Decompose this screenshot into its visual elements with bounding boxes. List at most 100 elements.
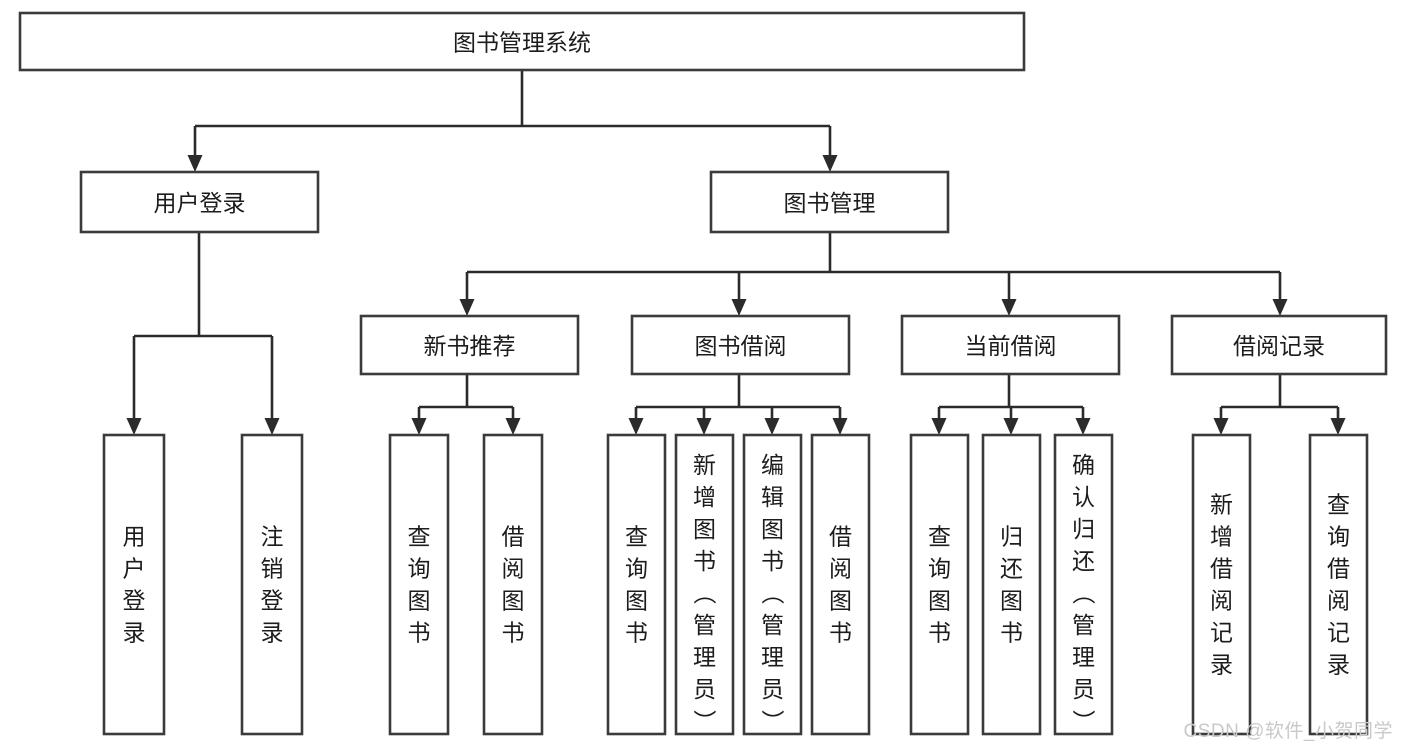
node-label-char: 还 [1000, 556, 1023, 582]
node-layer: 图书管理系统用户登录图书管理新书推荐图书借阅当前借阅借阅记录用户登录注销登录查询… [18, 11, 1388, 736]
node-label-char: 管 [761, 612, 784, 638]
node-box [1053, 433, 1114, 736]
node-label: 当前借阅 [965, 333, 1057, 359]
arrow-head-icon [931, 418, 947, 435]
node-label-char: 理 [761, 644, 784, 670]
node-label-char: 查 [1327, 492, 1350, 518]
node-label-char: ） [692, 710, 718, 733]
node-new-book-recommend[interactable]: 新书推荐 [359, 314, 580, 376]
node-label-char: 还 [1072, 548, 1095, 574]
arrow-head-icon [764, 418, 780, 435]
node-label-char: （ [1071, 582, 1097, 605]
node-label-char: 查 [928, 524, 951, 550]
node-label-char: 借 [1327, 556, 1350, 582]
arrow-head-icon [628, 418, 644, 435]
node-box [742, 433, 803, 736]
arrow-head-icon [1001, 299, 1017, 316]
node-label-char: 图 [408, 588, 431, 614]
node-label-char: 登 [261, 588, 284, 614]
node-user-login[interactable]: 用户登录 [79, 170, 320, 234]
node-label-char: 增 [693, 484, 716, 510]
connector-layer [126, 70, 1346, 435]
node-label-char: 书 [408, 620, 431, 646]
node-label: 图书借阅 [695, 333, 787, 359]
node-label-char: 图 [1000, 588, 1023, 614]
node-label-char: 登 [123, 588, 146, 614]
node-label-char: 录 [1210, 652, 1233, 678]
node-box [981, 433, 1042, 736]
node-label-char: 录 [123, 620, 146, 646]
node-box [810, 433, 871, 736]
arrow-head-icon [1075, 418, 1091, 435]
node-box [240, 433, 304, 736]
node-book-borrow[interactable]: 图书借阅 [630, 314, 851, 376]
node-label-char: 阅 [829, 556, 852, 582]
node-label-char: 借 [1210, 556, 1233, 582]
node-label-char: 编 [761, 452, 784, 478]
node-label-char: 阅 [1210, 588, 1233, 614]
node-label-char: 户 [123, 556, 146, 582]
node-label-char: 图 [928, 588, 951, 614]
node-label-char: 图 [502, 588, 525, 614]
arrow-head-icon [1003, 418, 1019, 435]
node-label-char: 询 [1327, 524, 1350, 550]
node-box [102, 433, 166, 736]
arrow-head-icon [731, 299, 747, 316]
node-label-char: 书 [928, 620, 951, 646]
node-label: 用户登录 [154, 190, 246, 216]
node-box [709, 170, 950, 234]
node-label-char: 记 [1327, 620, 1350, 646]
node-label-char: 书 [829, 620, 852, 646]
node-borrow-record[interactable]: 借阅记录 [1170, 314, 1388, 376]
arrow-head-icon [696, 418, 712, 435]
node-current-borrow[interactable]: 当前借阅 [900, 314, 1121, 376]
node-box [388, 433, 450, 736]
node-book-manage[interactable]: 图书管理 [709, 170, 950, 234]
node-label-char: 查 [625, 524, 648, 550]
node-label-char: 新 [693, 452, 716, 478]
node-label: 图书管理系统 [453, 30, 591, 56]
node-label-char: 用 [123, 524, 146, 550]
arrow-head-icon [505, 418, 521, 435]
node-box [1191, 433, 1252, 736]
node-label-char: 员 [693, 676, 716, 702]
node-label-char: 理 [693, 644, 716, 670]
arrow-head-icon [822, 155, 838, 172]
node-root[interactable]: 图书管理系统 [18, 11, 1026, 72]
node-label-char: 理 [1072, 644, 1095, 670]
node-label-char: 书 [693, 548, 716, 574]
node-label-char: 图 [829, 588, 852, 614]
node-label-char: 查 [408, 524, 431, 550]
node-label-char: 图 [761, 516, 784, 542]
node-box [79, 170, 320, 234]
node-box [674, 433, 735, 736]
node-label-char: 管 [693, 612, 716, 638]
node-label-char: 认 [1072, 484, 1095, 510]
node-leaf-user-login[interactable]: 用户登录 [102, 433, 166, 736]
node-label-char: 销 [261, 556, 284, 582]
node-box [359, 314, 580, 376]
arrow-head-icon [126, 418, 142, 435]
node-label-char: 记 [1210, 620, 1233, 646]
node-label-char: 书 [761, 548, 784, 574]
node-label: 借阅记录 [1233, 333, 1325, 359]
arrow-head-icon [459, 299, 475, 316]
node-box [630, 314, 851, 376]
node-box [909, 433, 970, 736]
node-label-char: 新 [1210, 492, 1233, 518]
node-label-char: 阅 [502, 556, 525, 582]
node-box [1170, 314, 1388, 376]
